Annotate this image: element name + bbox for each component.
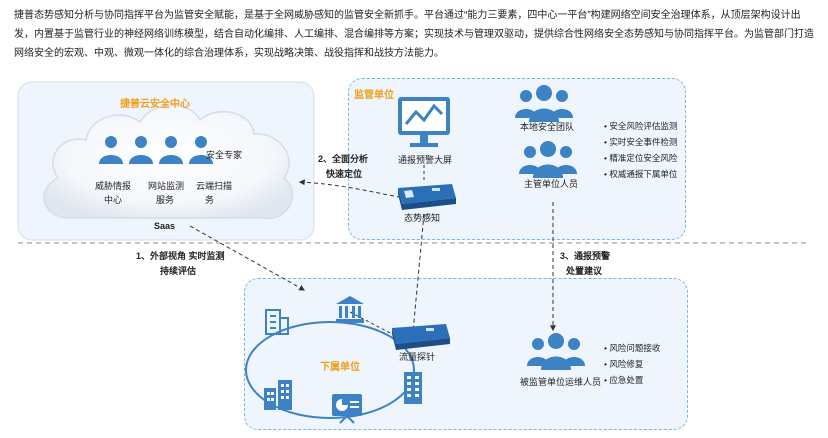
warning-screen-label: 通报预警大屏 <box>398 155 453 165</box>
web-monitor-label-1: 网站监测 <box>148 181 185 191</box>
step3-label-b: 处置建议 <box>566 266 603 276</box>
city-buildings-icon <box>264 380 292 410</box>
supervisor-bullet: 实时安全事件检测 <box>604 134 677 150</box>
situation-awareness-label: 态势感知 <box>404 213 441 223</box>
authority-staff-label: 主管单位人员 <box>524 179 579 189</box>
traffic-probe-icon <box>392 324 450 350</box>
supervisor-bullet: 安全风险评估监测 <box>604 118 677 134</box>
cloud-scan-label-2: 务 <box>205 195 215 205</box>
threat-intel-label-2: 中心 <box>104 195 123 205</box>
presentation-board-icon <box>332 394 362 424</box>
security-expert-label: 安全专家 <box>206 150 243 160</box>
traffic-probe-label: 流量探针 <box>399 352 436 362</box>
intro-paragraph: 捷普态势感知分析与协同指挥平台为监管安全赋能，是基于全网威胁感知的监管安全新抓手… <box>14 10 814 59</box>
supervisor-bullets: 安全风险评估监测 实时安全事件检测 精准定位安全风险 权威通报下属单位 <box>604 118 677 182</box>
office-building-icon <box>265 309 289 335</box>
step1-label-a: 1、外部视角 实时监测 <box>136 251 225 261</box>
step2-label-a: 2、全面分析 <box>318 154 369 164</box>
web-monitor-label-2: 服务 <box>156 195 175 205</box>
subordinate-bullet: 风险修复 <box>604 356 660 372</box>
subordinate-title: 下属单位 <box>320 362 360 373</box>
step1-label-b: 持续评估 <box>160 266 197 276</box>
subordinate-bullet: 应急处置 <box>604 372 660 388</box>
supervisor-title: 监管单位 <box>354 90 394 101</box>
ops-personnel-label: 被监管单位运维人员 <box>520 377 602 387</box>
step2-label-b: 快速定位 <box>326 169 363 179</box>
security-team-icon <box>515 85 573 122</box>
supervisor-bullet: 权威通报下属单位 <box>604 166 677 182</box>
experts-group-icon <box>99 136 213 164</box>
government-building-icon <box>336 296 364 323</box>
supervisor-bullet: 精准定位安全风险 <box>604 150 677 166</box>
subordinate-bullets: 风险问题接收 风险修复 应急处置 <box>604 340 660 388</box>
cloud-scan-label-1: 云端扫描 <box>196 181 233 191</box>
step3-label-a: 3、通报预警 <box>560 251 611 261</box>
situation-device-icon <box>398 184 456 210</box>
authority-staff-icon <box>519 141 577 178</box>
cloud-center-title: 捷普云安全中心 <box>120 99 190 110</box>
threat-intel-label-1: 威胁情报 <box>95 181 132 191</box>
ops-personnel-icon <box>527 333 585 370</box>
subordinate-bullet: 风险问题接收 <box>604 340 660 356</box>
local-team-label: 本地安全团队 <box>520 122 575 132</box>
tower-building-icon <box>404 372 422 404</box>
saas-label: Saas <box>154 221 176 231</box>
monitor-screen-icon <box>398 97 450 147</box>
